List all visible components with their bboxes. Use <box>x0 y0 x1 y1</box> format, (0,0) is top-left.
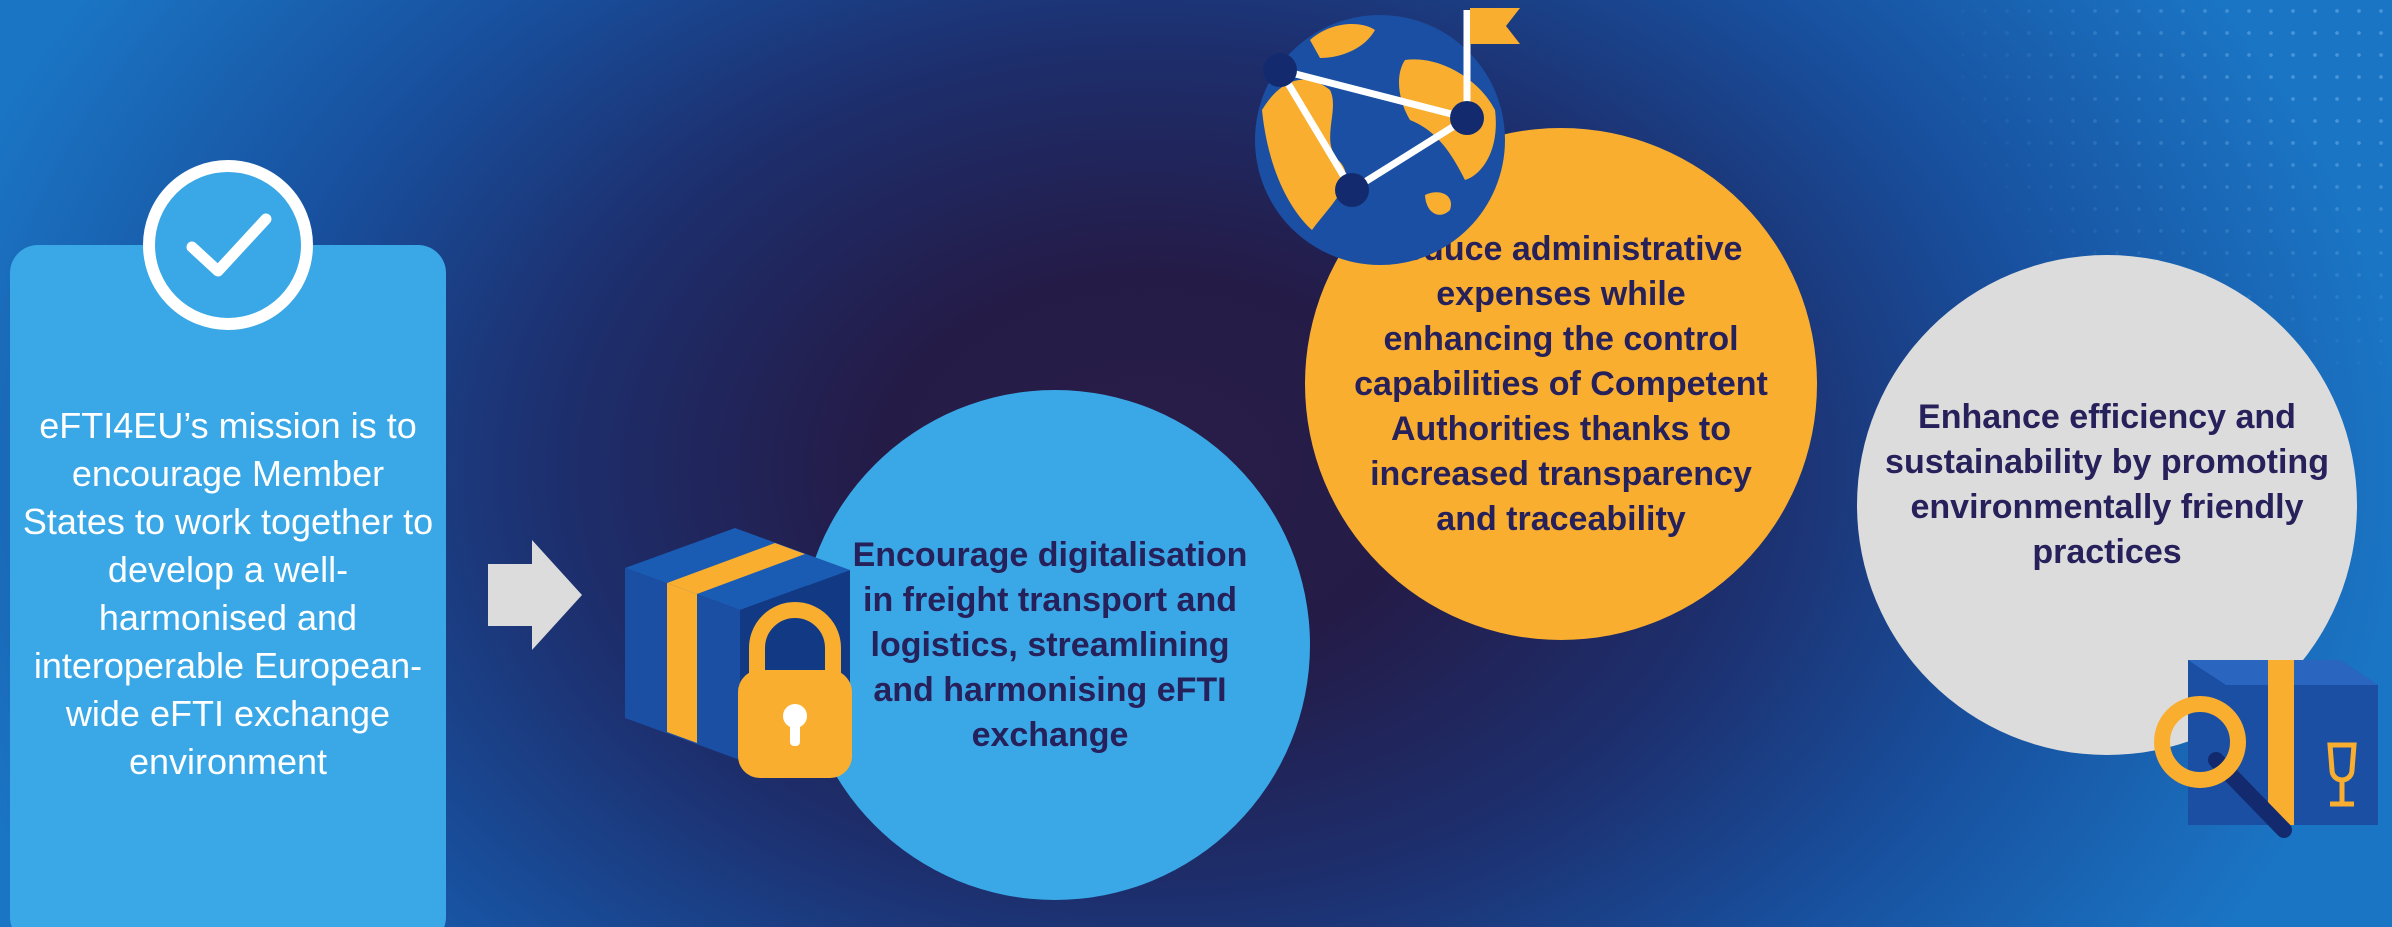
arrow-right-icon <box>488 540 582 650</box>
goal-digitalisation-text: Encourage digitalisation in freight tran… <box>852 535 1248 754</box>
checkmark-icon <box>143 160 313 330</box>
mission-card <box>10 245 446 927</box>
package-lock-icon <box>625 528 852 778</box>
goal-administrative-text: Reduce administrative expenses while enh… <box>1354 229 1768 538</box>
mission-text: eFTI4EU’s mission is to encourage Member… <box>22 405 434 782</box>
goal-digitalisation-bubble: Encourage digitalisation in freight tran… <box>800 390 1310 900</box>
package-inspect-icon <box>2154 660 2378 838</box>
goal-sustainability-text: Enhance efficiency and sustainability by… <box>1885 398 2329 571</box>
globe-network-icon <box>1255 8 1520 265</box>
goal-sustainability-bubble: Enhance efficiency and sustainability by… <box>1857 255 2357 755</box>
